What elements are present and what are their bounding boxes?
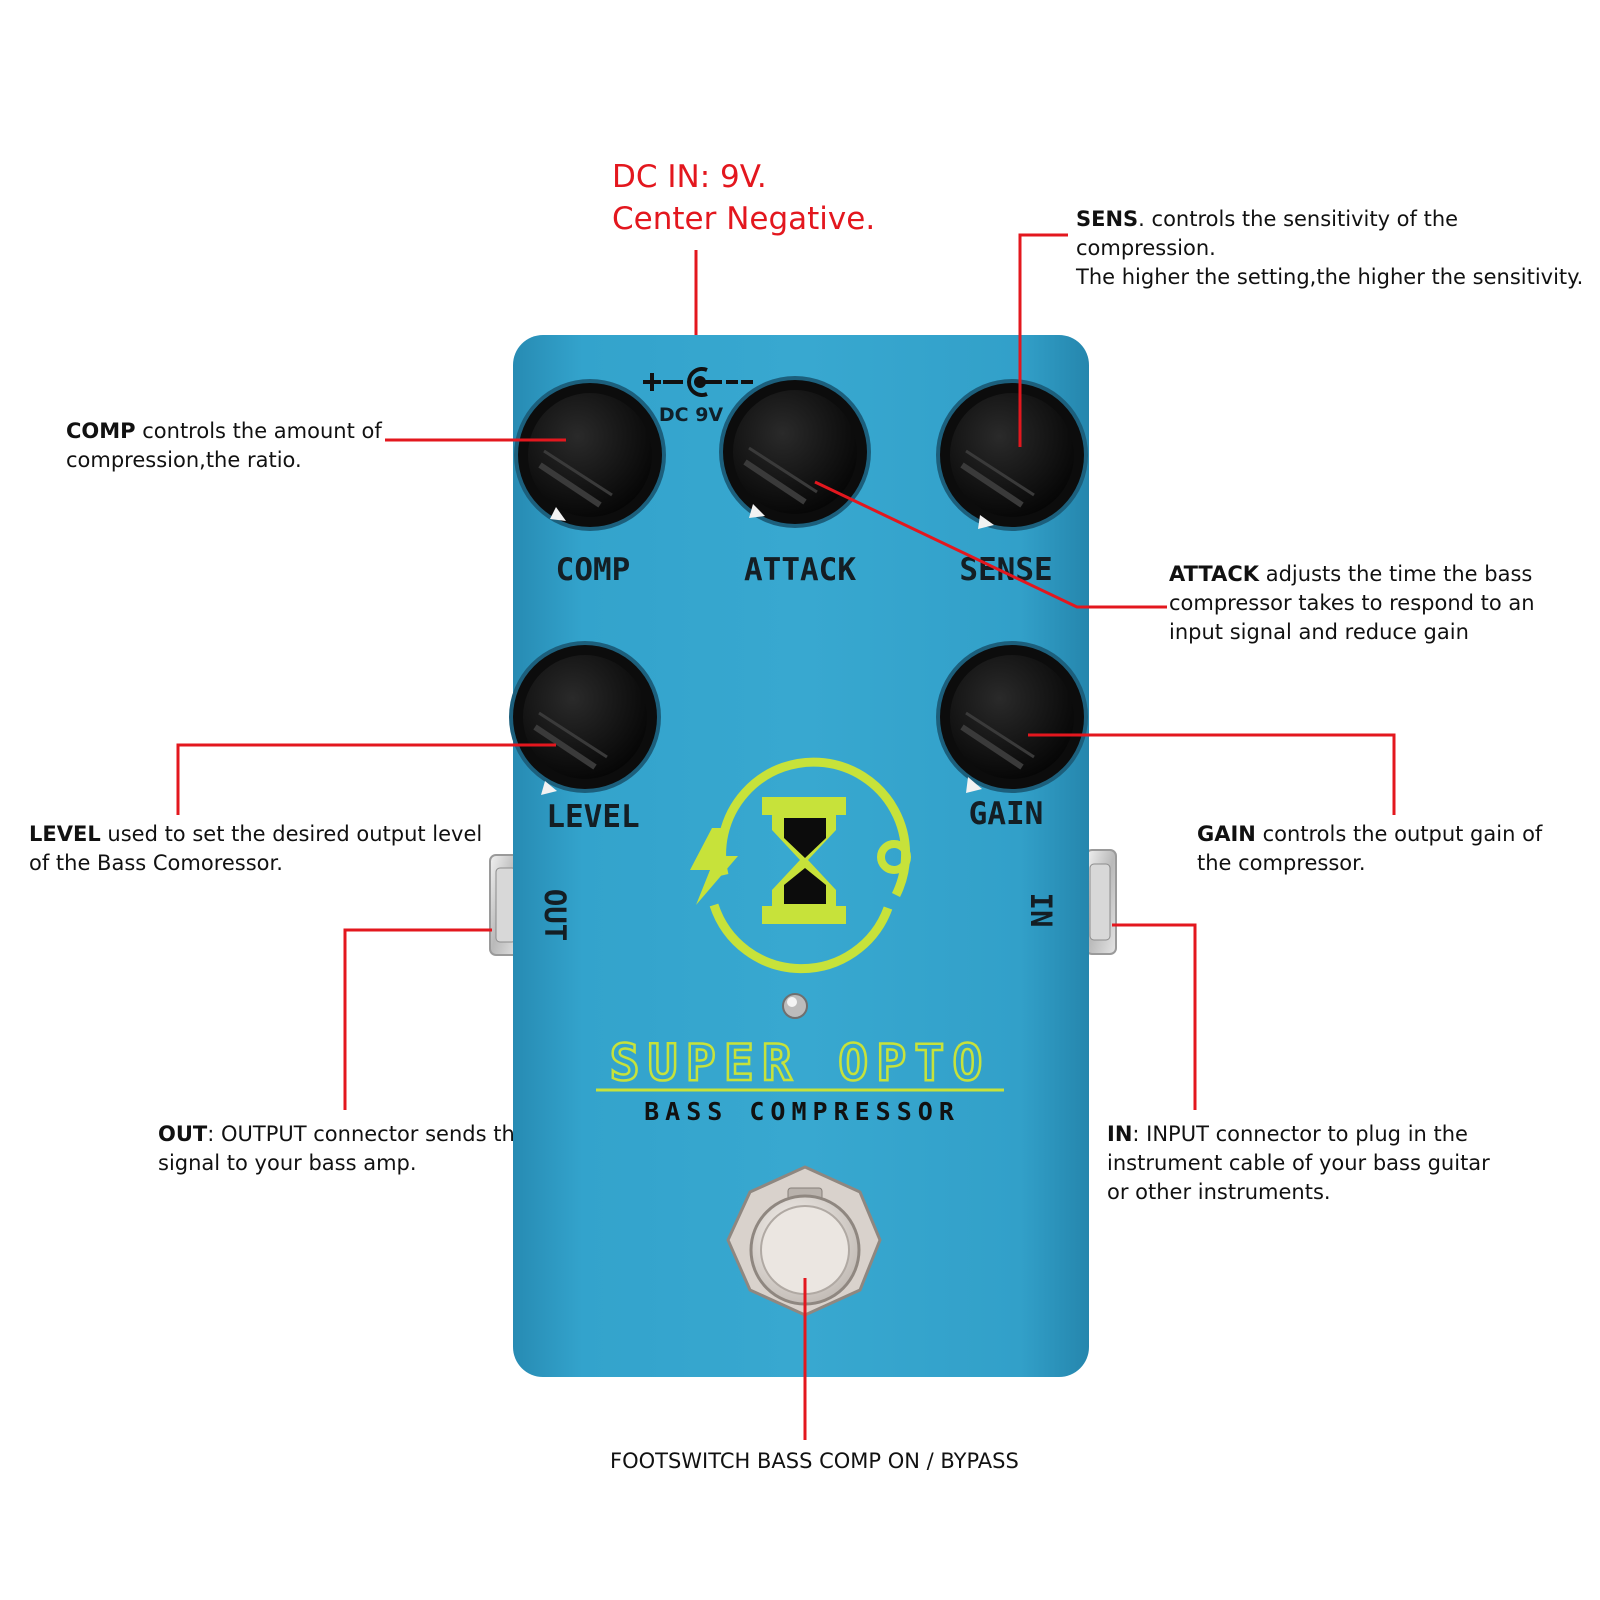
annotation-sens: SENS. controls the sensitivity of the co… bbox=[1076, 205, 1600, 292]
sens-term: SENS bbox=[1076, 207, 1139, 231]
footswitch[interactable] bbox=[726, 1165, 882, 1317]
comp-text-1: controls the amount of bbox=[135, 419, 382, 443]
in-jack bbox=[1085, 849, 1117, 955]
in-text-3: or other instruments. bbox=[1107, 1180, 1331, 1204]
attack-term: ATTACK bbox=[1169, 562, 1260, 586]
dc-9v-label: DC 9V bbox=[659, 404, 724, 426]
callout-gain bbox=[1028, 733, 1396, 815]
level-text-1: used to set the desired output level bbox=[100, 822, 483, 846]
gain-text-2: the compressor. bbox=[1197, 851, 1366, 875]
callout-out bbox=[343, 928, 492, 1110]
annotation-footswitch: FOOTSWITCH BASS COMP ON / BYPASS bbox=[610, 1449, 1019, 1473]
level-knob[interactable] bbox=[509, 641, 661, 795]
callout-lines bbox=[176, 233, 1396, 1440]
annotation-out: OUT: OUTPUT connector sends the signal t… bbox=[158, 1120, 528, 1178]
dc-polarity-icon bbox=[643, 367, 753, 397]
annotation-in: IN: INPUT connector to plug in the instr… bbox=[1107, 1120, 1490, 1207]
attack-text-1: adjusts the time the bass bbox=[1259, 562, 1533, 586]
dc-in-line1: DC IN: 9V. bbox=[612, 159, 767, 195]
in-text-1: : INPUT connector to plug in the bbox=[1132, 1122, 1468, 1146]
dc-in-title: DC IN: 9V. Center Negative. bbox=[612, 156, 875, 240]
out-text-1: : OUTPUT connector sends the bbox=[207, 1122, 528, 1146]
callout-attack bbox=[814, 480, 1167, 609]
sens-text-2: The higher the setting,the higher the se… bbox=[1076, 265, 1584, 289]
callout-in bbox=[1112, 923, 1197, 1110]
gain-term: GAIN bbox=[1197, 822, 1256, 846]
out-text-2: signal to your bass amp. bbox=[158, 1151, 417, 1175]
comp-knob[interactable] bbox=[514, 379, 666, 531]
brand-title: SUPER OPTO bbox=[609, 1034, 990, 1092]
comp-label: COMP bbox=[556, 552, 631, 588]
gain-label: GAIN bbox=[969, 796, 1044, 832]
lightning-icon bbox=[690, 828, 738, 905]
in-jack-label: IN bbox=[1024, 893, 1058, 928]
annotation-comp: COMP controls the amount of compression,… bbox=[66, 417, 382, 475]
annotation-attack: ATTACK adjusts the time the bass compres… bbox=[1169, 560, 1535, 647]
comp-term: COMP bbox=[66, 419, 136, 443]
out-jack-label: OUT bbox=[538, 889, 572, 941]
level-term: LEVEL bbox=[29, 822, 101, 846]
callout-sens bbox=[1018, 233, 1068, 447]
callout-level bbox=[176, 743, 556, 815]
attack-text-2: compressor takes to respond to an bbox=[1169, 591, 1535, 615]
attack-label: ATTACK bbox=[744, 552, 856, 588]
level-label: LEVEL bbox=[546, 799, 639, 835]
attack-knob[interactable] bbox=[719, 376, 871, 528]
dc-in-line2: Center Negative. bbox=[612, 201, 876, 237]
in-term: IN bbox=[1107, 1122, 1133, 1146]
sens-text-1: . controls the sensitivity of the compre… bbox=[1076, 207, 1459, 260]
gain-text-1: controls the output gain of bbox=[1255, 822, 1543, 846]
annotation-level: LEVEL used to set the desired output lev… bbox=[29, 820, 482, 878]
annotation-gain: GAIN controls the output gain of the com… bbox=[1197, 820, 1542, 878]
comp-text-2: compression,the ratio. bbox=[66, 448, 302, 472]
sense-knob[interactable] bbox=[936, 379, 1088, 531]
out-term: OUT bbox=[158, 1122, 208, 1146]
hourglass-logo bbox=[690, 757, 911, 974]
status-led bbox=[782, 993, 808, 1019]
gain-knob[interactable] bbox=[936, 641, 1088, 793]
attack-text-3: input signal and reduce gain bbox=[1169, 620, 1469, 644]
level-text-2: of the Bass Comoressor. bbox=[29, 851, 283, 875]
out-jack bbox=[489, 854, 521, 956]
brand-subtitle: BASS COMPRESSOR bbox=[644, 1097, 960, 1126]
in-text-2: instrument cable of your bass guitar bbox=[1107, 1151, 1490, 1175]
